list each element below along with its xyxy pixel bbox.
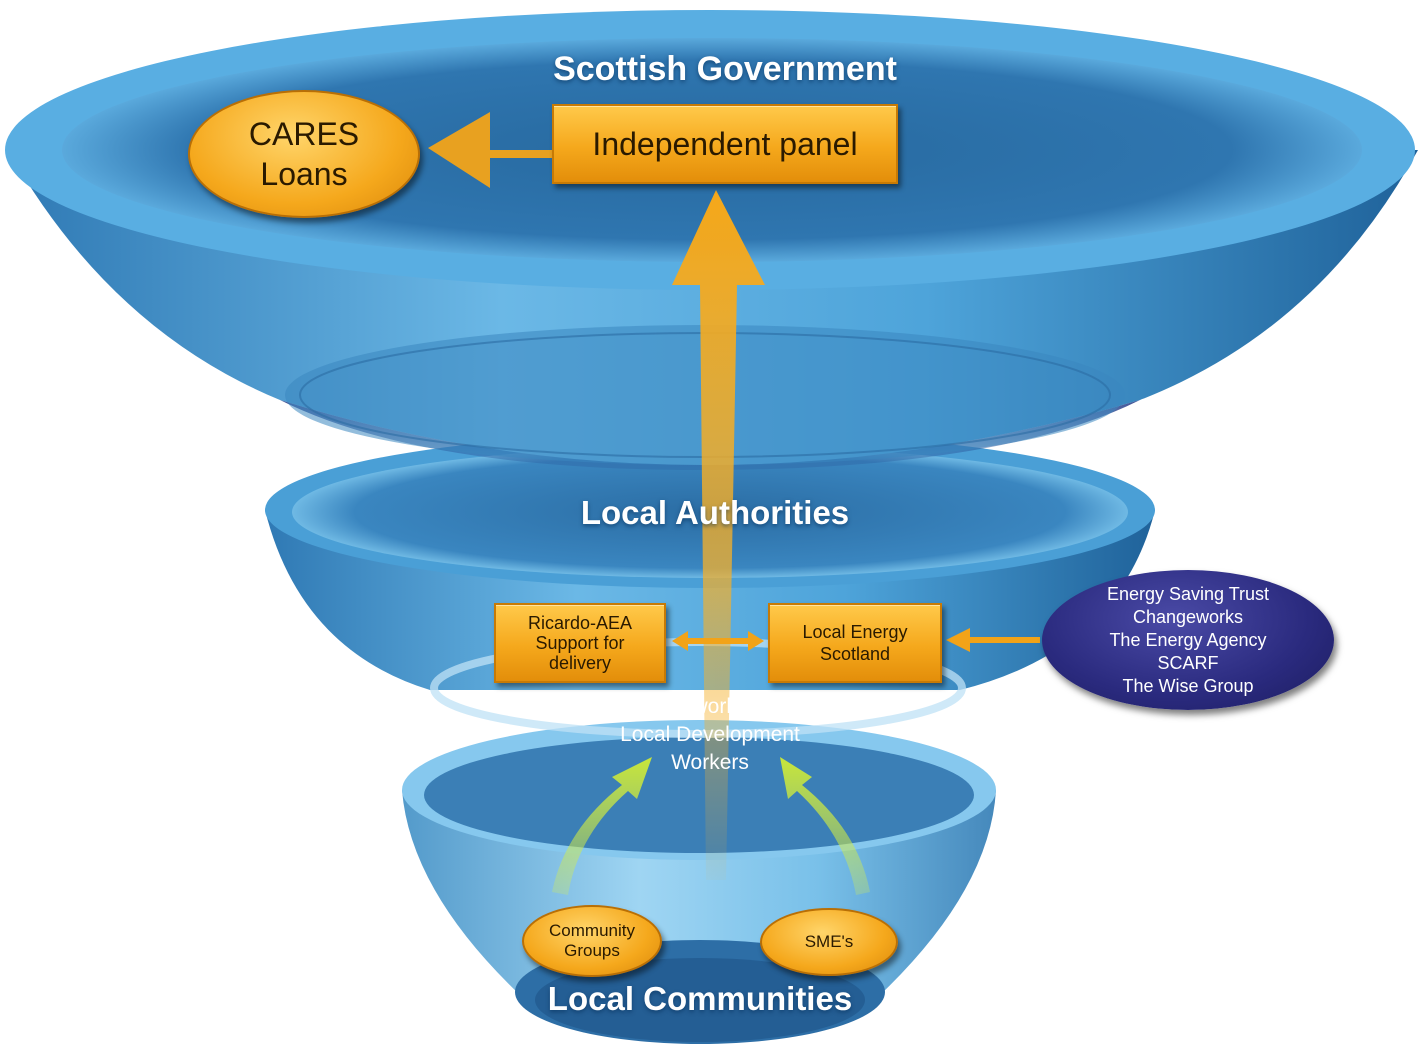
sme-up-arrow <box>780 757 870 895</box>
partner-scarf: SCARF <box>1157 652 1219 673</box>
community-line-1: Community <box>549 921 635 940</box>
independent-panel-label: Independent panel <box>592 125 858 162</box>
ricardo-line-3: delivery <box>548 653 612 673</box>
partner-est: Energy Saving Trust <box>1106 583 1270 604</box>
smes-oval: SME's <box>760 908 898 976</box>
les-line-2: Scotland <box>819 644 891 664</box>
ricardo-line-1: Ricardo-AEA <box>527 613 633 633</box>
cares-loans-oval: CARES Loans <box>188 90 420 218</box>
community-up-arrow <box>552 757 652 895</box>
scottish-government-label: Scottish Government <box>553 50 897 88</box>
community-line-2: Groups <box>564 941 620 960</box>
partner-wise-group: The Wise Group <box>1122 675 1254 696</box>
loans-label: Loans <box>260 156 348 192</box>
independent-panel-box: Independent panel <box>552 104 898 184</box>
network-workers-label: Network of Local Development Workers <box>580 693 840 777</box>
network-line-3: Workers <box>671 751 749 774</box>
partner-energy-agency: The Energy Agency <box>1109 629 1267 650</box>
partners-to-les-arrow <box>946 628 1040 652</box>
network-line-1: Network of <box>659 695 761 718</box>
local-energy-scotland-box: Local Energy Scotland <box>768 603 942 683</box>
partners-oval: Energy Saving Trust Changeworks The Ener… <box>1042 570 1334 710</box>
double-arrow <box>672 631 764 651</box>
main-upward-arrow <box>672 190 765 880</box>
local-authorities-label: Local Authorities <box>580 494 850 531</box>
partner-changeworks: Changeworks <box>1132 606 1244 627</box>
community-groups-oval: Community Groups <box>522 905 662 977</box>
ricardo-line-2: Support for <box>535 633 625 653</box>
local-communities-label: Local Communities <box>547 980 853 1017</box>
ricardo-aea-box: Ricardo-AEA Support for delivery <box>494 603 666 683</box>
panel-to-cares-arrow <box>428 112 555 188</box>
cares-label: CARES <box>248 116 360 152</box>
les-line-1: Local Energy <box>802 622 908 642</box>
smes-label: SME's <box>804 932 854 951</box>
network-line-2: Local Development <box>620 723 800 746</box>
